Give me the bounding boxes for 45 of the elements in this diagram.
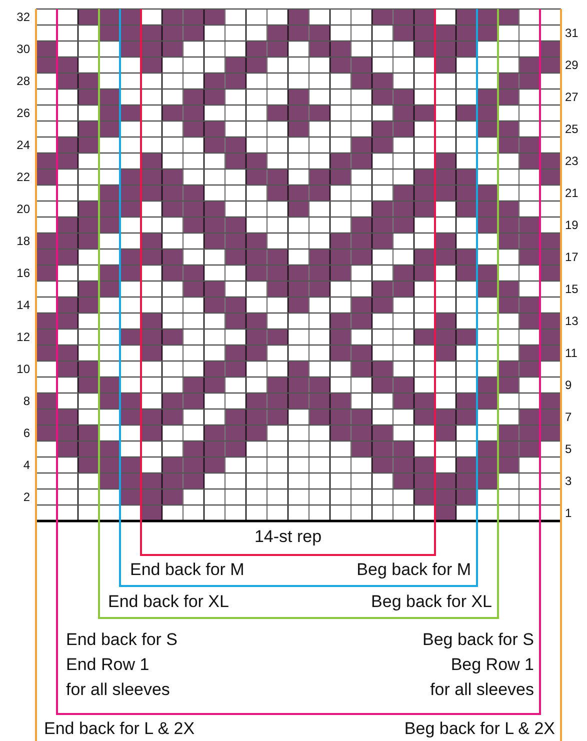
row-number: 22 [16,171,30,183]
chart-note: End Row 1 [66,656,150,673]
row-number: 18 [16,235,30,247]
row-number: 14 [16,299,30,311]
row-number: 10 [16,363,30,375]
chart-note: Beg back for M [356,561,471,578]
chart-note: for all sleeves [66,681,170,698]
row-number: 11 [565,347,578,359]
row-number: 30 [16,43,30,55]
row-number: 3 [565,475,572,487]
chart-note: End back for XL [108,593,229,610]
chart-note: for all sleeves [430,681,534,698]
row-number: 12 [16,331,30,343]
chart-note: End back for S [66,631,178,648]
row-number: 29 [565,59,578,71]
row-number: 23 [565,155,578,167]
row-number: 8 [23,395,30,407]
row-number: 26 [16,107,30,119]
row-number: 2 [23,491,30,503]
row-number: 9 [565,379,572,391]
row-number: 20 [16,203,30,215]
row-number: 28 [16,75,30,87]
row-number: 24 [16,139,30,151]
row-number: 13 [565,315,578,327]
row-number: 32 [16,11,30,23]
row-number: 4 [23,459,30,471]
row-number: 25 [565,123,578,135]
chart-note: 14-st rep [254,528,322,545]
chart-note: Beg back for XL [371,593,492,610]
row-number: 15 [565,283,578,295]
row-number: 6 [23,427,30,439]
chart-note: End back for M [130,561,244,578]
row-number: 17 [565,251,578,263]
row-number: 5 [565,443,572,455]
row-number: 16 [16,267,30,279]
chart-note: Beg back for L & 2X [404,720,555,737]
row-number: 31 [565,27,578,39]
chart-note: Beg Row 1 [450,656,534,673]
chart-note: End back for L & 2X [44,720,195,737]
chart-note: Beg back for S [422,631,534,648]
row-number: 19 [565,219,578,231]
row-number: 27 [565,91,578,103]
row-number: 21 [565,187,578,199]
row-number: 1 [565,507,572,519]
row-number: 7 [565,411,572,423]
